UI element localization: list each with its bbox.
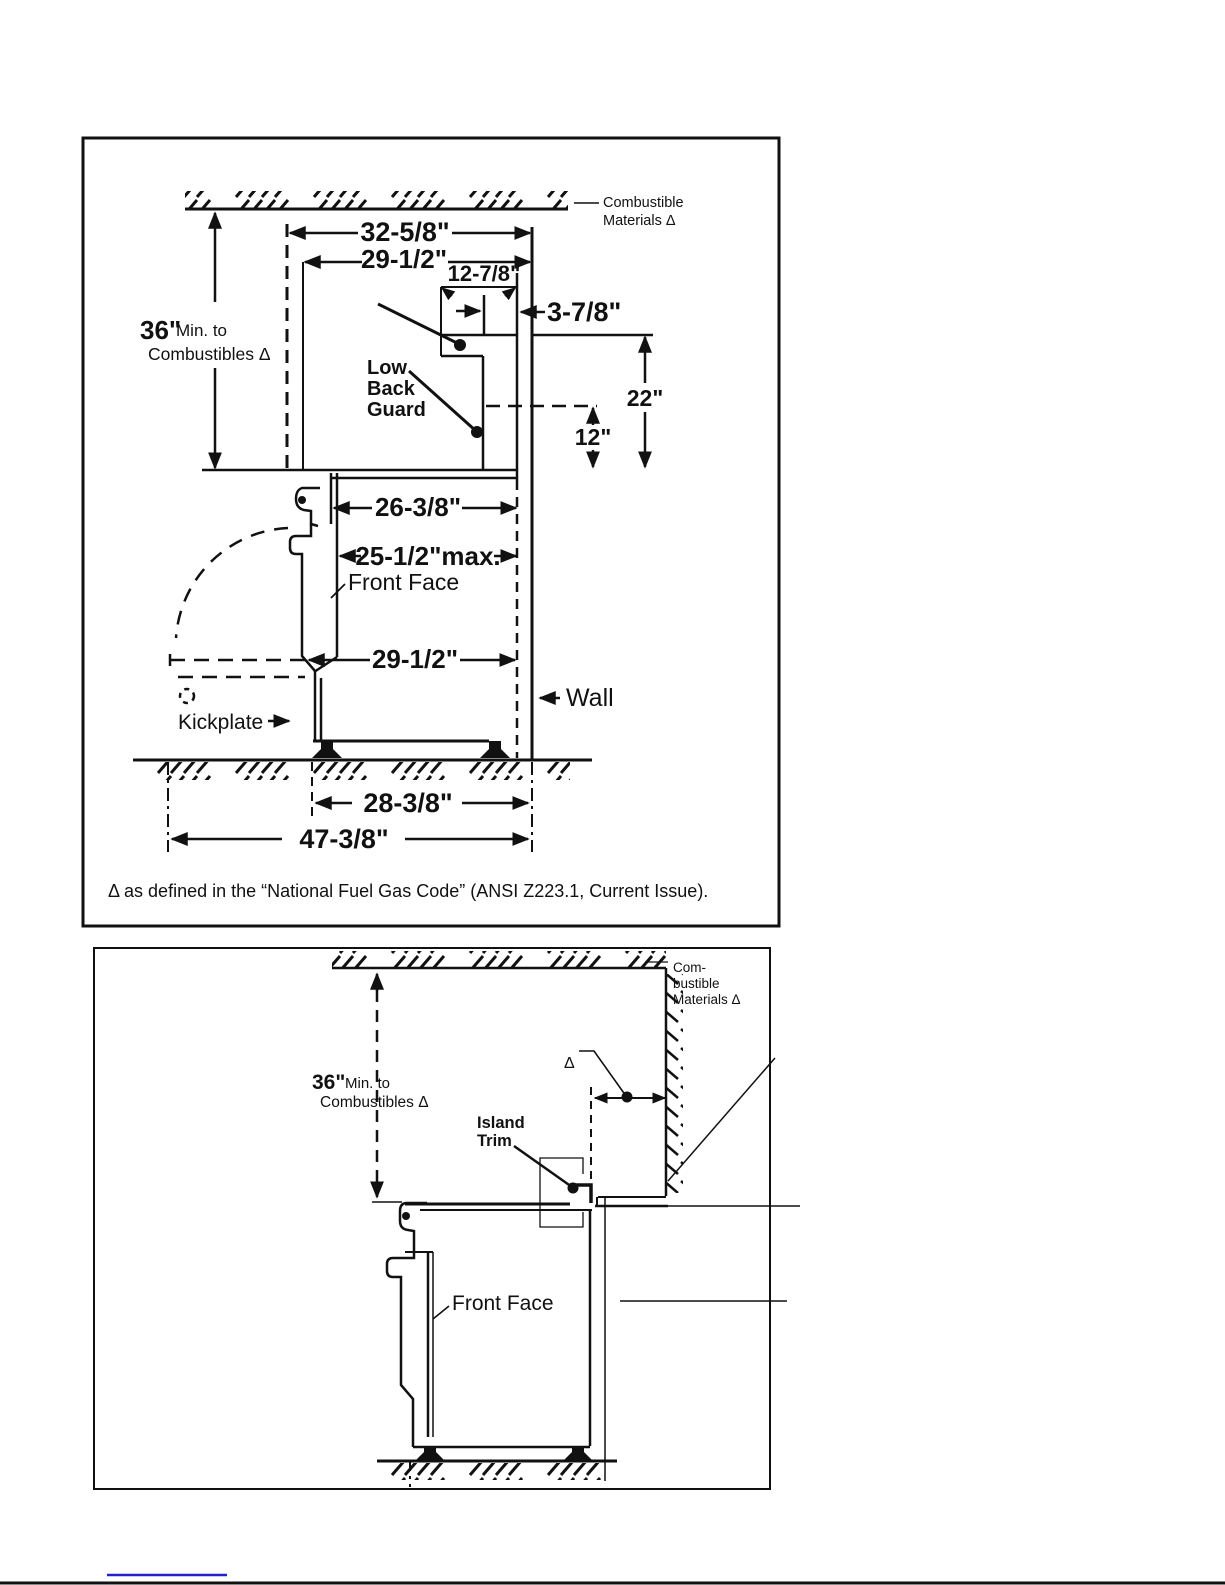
ceiling-hatch bbox=[185, 191, 568, 209]
dim-32-label: 32-5/8" bbox=[360, 217, 449, 247]
delta-symbol: Δ bbox=[564, 1055, 575, 1072]
range2-foot-left bbox=[416, 1447, 444, 1460]
dim-29m-label: 29-1/2" bbox=[372, 644, 458, 674]
dim-36-line2: Combustibles Δ bbox=[148, 344, 271, 364]
delta-leader bbox=[579, 1050, 627, 1097]
kickplate-label: Kickplate bbox=[178, 711, 263, 734]
dim-1278-tick-r bbox=[501, 287, 517, 301]
guard-leader-2 bbox=[407, 369, 478, 433]
island-trim-label-1: Island bbox=[477, 1114, 525, 1132]
floor-hatch bbox=[150, 762, 570, 780]
dim-1278-label: 12-7/8" bbox=[448, 261, 521, 286]
dim-25-label: 25-1/2"max. bbox=[355, 541, 500, 571]
dim-12-label: 12" bbox=[575, 424, 612, 450]
range-foot-left bbox=[312, 741, 342, 758]
front-face-label: Front Face bbox=[348, 569, 459, 595]
callout-diagonal bbox=[667, 1057, 776, 1182]
range2-top-clip bbox=[398, 1201, 427, 1250]
dim-47-label: 47-3/8" bbox=[299, 824, 388, 854]
door-swing-arc bbox=[174, 526, 289, 639]
dim-378-label: 3-7/8" bbox=[547, 297, 621, 327]
guard-leader-dot-2 bbox=[471, 426, 483, 438]
dim-22-label: 22" bbox=[627, 385, 664, 411]
ceiling-hatch-2 bbox=[332, 951, 666, 968]
low-back-guard-label-3: Guard bbox=[367, 399, 426, 421]
island-trim-label-2: Trim bbox=[477, 1132, 512, 1150]
door-handle-detail bbox=[178, 687, 196, 705]
low-back-guard-label-2: Back bbox=[367, 378, 416, 400]
clip-detail bbox=[298, 496, 306, 504]
dim-36-suffix: Min. to bbox=[176, 321, 227, 340]
guard-leader-1 bbox=[377, 302, 460, 346]
combustible2-label-1: Com- bbox=[673, 960, 706, 975]
dim2-36-suffix: Min. to bbox=[345, 1075, 390, 1092]
wall-hatch-2 bbox=[667, 974, 683, 1193]
dim2-36-line2: Combustibles Δ bbox=[320, 1094, 429, 1111]
footnote: Δ as defined in the “National Fuel Gas C… bbox=[108, 881, 708, 901]
range-top-clip bbox=[294, 486, 320, 528]
front-face-leader-2 bbox=[432, 1305, 450, 1320]
range-front-profile bbox=[288, 524, 317, 740]
island-trim-leader bbox=[513, 1144, 573, 1189]
dim-29t-label: 29-1/2" bbox=[361, 244, 447, 274]
dim2-36-label: 36" bbox=[312, 1071, 345, 1094]
range-foot-right bbox=[480, 741, 510, 758]
combustible-materials-label: Combustible bbox=[603, 195, 684, 211]
combustible-materials-label2: Materials Δ bbox=[603, 213, 676, 229]
front-face-leader bbox=[330, 583, 346, 599]
range2-foot-right bbox=[564, 1447, 592, 1460]
low-back-guard-label-1: Low bbox=[367, 357, 407, 379]
dim-28-label: 28-3/8" bbox=[363, 788, 452, 818]
dim-36-label: 36" bbox=[140, 315, 181, 345]
dim-26-label: 26-3/8" bbox=[375, 492, 461, 522]
diagram2-frame bbox=[93, 947, 771, 1490]
clip2-detail bbox=[402, 1212, 410, 1220]
range2-front-profile bbox=[385, 1250, 416, 1447]
combustible2-label-3: Materials Δ bbox=[673, 992, 741, 1007]
floor-hatch-2 bbox=[385, 1463, 613, 1480]
dim-1278-tick-l bbox=[440, 287, 456, 301]
trim-detail-box bbox=[539, 1157, 584, 1228]
diagram1-frame bbox=[81, 136, 781, 928]
wall-label: Wall bbox=[566, 684, 614, 712]
front-face-label-2: Front Face bbox=[452, 1292, 554, 1315]
trim-profile bbox=[570, 1183, 593, 1203]
combustible2-label-2: bustible bbox=[673, 976, 720, 991]
guard-leader-dot-1 bbox=[454, 339, 466, 351]
